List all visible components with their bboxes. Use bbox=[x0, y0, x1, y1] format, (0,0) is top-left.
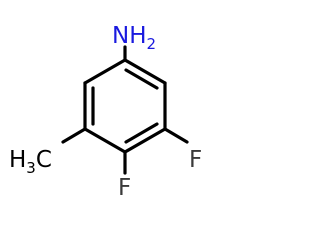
double-bond-inner-c3-c4 bbox=[124, 122, 159, 144]
benzene-ring bbox=[83, 58, 167, 154]
bond-c4-c5 bbox=[83, 127, 127, 154]
amine-subscript: 2 bbox=[147, 35, 157, 53]
bond-c6-c1 bbox=[83, 58, 127, 85]
amine-label: NH2 bbox=[112, 23, 156, 53]
bond-c3-c4 bbox=[123, 127, 167, 154]
methyl-symbol: H bbox=[9, 147, 26, 173]
methyl-carbon: C bbox=[36, 147, 52, 173]
amine-symbol: NH bbox=[112, 23, 147, 49]
bond-c5-ch3 bbox=[61, 127, 87, 144]
methyl-subscript: 3 bbox=[26, 159, 36, 177]
bond-c1-c2 bbox=[123, 58, 167, 85]
double-bond-inner-c1-c2 bbox=[124, 68, 159, 90]
methyl-label: H3C bbox=[9, 147, 52, 177]
structure-canvas: NH2 F F H3C bbox=[9, 23, 203, 201]
fluorine-bottom-label: F bbox=[118, 175, 131, 201]
molecule-diagram: NH2 F F H3C bbox=[9, 23, 202, 201]
bond-c3-f bbox=[163, 127, 189, 144]
fluorine-right-label: F bbox=[189, 147, 202, 173]
